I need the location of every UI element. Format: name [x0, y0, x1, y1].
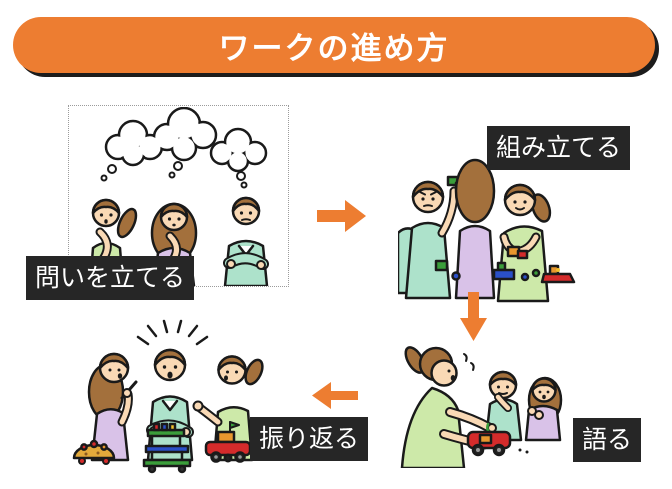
scattered-blocks: [434, 259, 576, 284]
step-label-reflect: 振り返る: [250, 417, 369, 461]
thinking-people-illustration: [88, 107, 269, 286]
person-girl-building: [496, 183, 552, 303]
person-woman-listening: [524, 376, 563, 442]
person-woman-back: [454, 158, 496, 300]
presenting-illustration: [400, 346, 563, 468]
person-man-right: [223, 196, 269, 286]
step-label-pose-question: 問いを立てる: [26, 256, 195, 300]
page-title: ワークの進め方: [218, 30, 450, 66]
emphasis-lines: [136, 319, 209, 346]
building-blocks-illustration: [398, 158, 576, 303]
person-man-surprised: [146, 348, 194, 462]
arrow-left-icon: [312, 382, 358, 409]
toy-car: [466, 422, 529, 457]
toy-dome: [72, 439, 116, 465]
toy-cart: [142, 422, 192, 474]
arrow-right-icon: [317, 200, 366, 232]
step-label-assemble: 組み立てる: [487, 126, 631, 170]
discussion-illustration: [72, 319, 264, 474]
arrow-down-icon: [460, 292, 487, 341]
title-banner: ワークの進め方: [13, 17, 655, 73]
person-man-building: [404, 175, 466, 300]
step-label-tell: 語る: [573, 418, 642, 462]
toy-truck: [204, 421, 252, 463]
